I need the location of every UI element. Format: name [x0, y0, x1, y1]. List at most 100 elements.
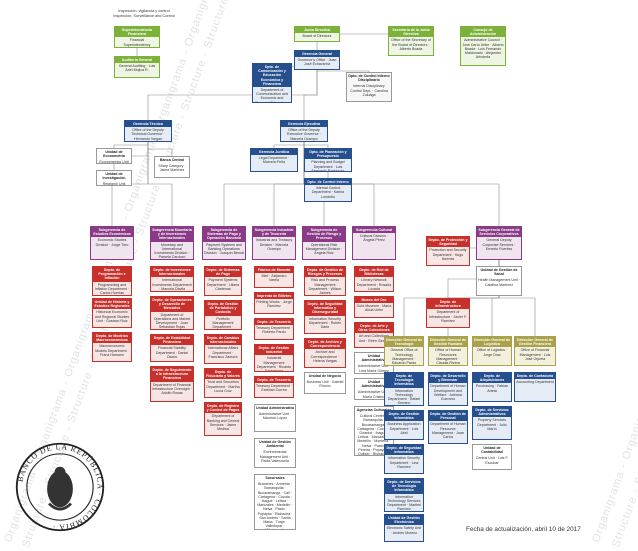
org-unit-title: Dpto. de Control Interno: [305, 179, 351, 186]
org-unit-description: Trust and Securities Department · Martha…: [206, 380, 240, 393]
org-unit-title: Dirección General de Logística: [473, 337, 511, 348]
org-unit-description: Industrial and Treasury Division · Marce…: [255, 238, 293, 251]
org-unit-description: Office of Logistics · Jorge Díaz: [476, 348, 508, 357]
org-unit-title: Agencias Culturales: [356, 408, 392, 412]
org-unit-title: Depto. de Modelos Macroeconómicos: [93, 333, 131, 344]
org-unit-title: Depto. de Gestión Informática: [385, 411, 423, 422]
org-unit-description: Department of Human Development and Welf…: [430, 384, 466, 402]
org-unit-title: Unidad de Negocio: [308, 374, 342, 378]
org-unit-description: Protection and Security Department · Hug…: [429, 248, 467, 261]
org-unit-title: Dpto. de Control Interno Disciplinario: [348, 74, 390, 83]
connector-line: [147, 142, 173, 156]
org-unit-description: Department of Human Resource Management …: [430, 422, 466, 440]
org-unit-title: Depto. de Arte y Otras Colecciones: [355, 323, 393, 334]
org-unit-fiduciaria: Depto. de Gestión de Portafolios y Custo…: [204, 300, 242, 330]
org-unit-title: Depto. de Registro y Control de Pagos: [205, 403, 241, 414]
org-unit-description: Central Unit · Luis F. Escobar: [475, 456, 509, 465]
org-unit-title: Depto. de Tecnología Informática: [385, 373, 423, 388]
org-unit-description: Mint · Alejandro Varela: [261, 274, 287, 283]
org-unit-description: Administrative Unit · Mauricio López: [258, 412, 292, 421]
org-unit-title: Depto. de Infraestructura: [427, 299, 469, 310]
org-unit-description: Treasury Department · Esteban Correa: [256, 384, 293, 393]
org-unit-title: Depto. de Red de Bibliotecas: [355, 267, 393, 278]
org-unit-description: Internal Disciplinary Control Dept. · Ca…: [350, 84, 388, 97]
org-unit-description: Payment Systems and Banking Operations D…: [204, 242, 244, 256]
org-unit-title: Auditoría General: [115, 57, 159, 64]
org-unit-description: Financial Superintendency: [123, 38, 151, 47]
org-unit-description: Business Unit · Gabriel Rincón: [306, 380, 344, 389]
oversight-note-line2: Inspección, Surveillance and Control: [113, 13, 175, 18]
org-unit-title: Secretaría de la Junta Directiva: [389, 27, 433, 38]
org-unit-title: Consejo de Administración: [461, 27, 505, 38]
org-unit-title: Depto. de Servicios de Tecnología Inform…: [385, 479, 423, 494]
org-unit-title: Subgerencia de Estudios Económicos: [91, 227, 133, 238]
oversight-note-line1: Inspección, vigilancia y control: [118, 9, 170, 13]
org-unit-title: Depto. de Adquisiciones: [473, 373, 511, 384]
org-unit-title: Depto. de Gestión Industrial: [255, 345, 293, 356]
org-unit-description: Historical Economic and Regional Studies…: [94, 310, 130, 323]
org-unit-description: Operational Risk Management Division · Á…: [305, 242, 343, 256]
org-unit-historia: Unidad de Historia y Estudios Regionales…: [92, 298, 132, 328]
org-unit-description: Risk and Process Management Department ·…: [308, 278, 342, 296]
org-unit-description: Administrative Unit · María Cristina: [357, 390, 391, 399]
org-unit-description: Sharp Category · Jaime Martínez: [158, 164, 186, 173]
org-unit-title: Depto. de Estabilidad Financiera: [151, 335, 193, 346]
org-unit-description: Legal Department · Marcela Peña: [258, 156, 290, 165]
org-unit-title: Depto. de Programación e Inflación: [93, 267, 131, 282]
org-unit-description: International Affairs Department · Franc…: [207, 346, 239, 359]
org-unit-title: Depto. de Gestión de Riesgos y Procesos: [305, 267, 345, 278]
org-unit-title: Subgerencia de Gestión de Riesgo y Proce…: [303, 227, 345, 242]
org-unit-description: Portfolio Management Department · Mauric…: [212, 316, 234, 330]
org-unit-title: Imprenta de Billetes: [255, 293, 293, 300]
org-unit-title: Dpto. de Comunicación y Educación Económ…: [253, 64, 291, 88]
org-unit-title: Depto. de Tesorería: [255, 319, 293, 326]
org-unit-title: Gerencia Jurídica: [251, 149, 297, 156]
org-unit-description: Printing Works · Jorge Ramírez: [256, 300, 292, 309]
org-unit-title: Fábrica de Moneda: [255, 267, 293, 274]
org-unit-title: Depto. de Seguimiento a la Infraestructu…: [151, 367, 193, 382]
update-date: Fecha de actualización, abril 10 de 2017: [466, 526, 581, 533]
org-unit-title: Depto. de Seguridad Informática: [385, 445, 423, 456]
org-unit-description: Department of Financial Infrastructure O…: [152, 382, 192, 396]
org-unit-title: Museo del Oro: [355, 297, 393, 304]
org-unit-description: Economic Studies Division · Jorge Toro: [95, 238, 129, 247]
org-unit-title: Gerencia General: [295, 51, 339, 58]
oversight-note: Inspección, vigilancia y control Inspecc…: [104, 9, 184, 18]
org-unit-description: Office of the Deputy Technical Governor …: [131, 128, 165, 141]
connector-line: [303, 70, 318, 120]
org-unit-title: Depto. de Seguridad Informática y Cibers…: [305, 301, 345, 316]
org-unit-title: Junta Directiva: [295, 27, 339, 34]
org-unit-sub-monetaria: Subgerencia Monetaria y de Inversiones I…: [150, 226, 194, 260]
org-unit-description: Department of Communication and Economic…: [255, 88, 289, 103]
org-unit-title: Dirección General de Tecnología: [385, 337, 423, 348]
org-unit-title: Banca Central: [159, 158, 185, 162]
